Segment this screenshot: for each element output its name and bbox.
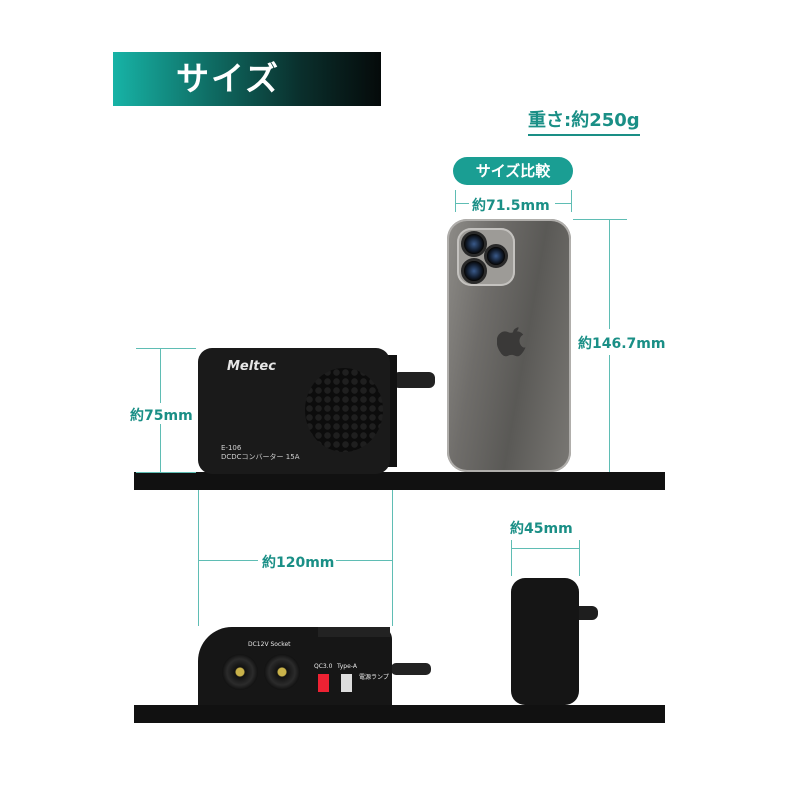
conv-height-line-bottom bbox=[160, 424, 161, 472]
camera-lens-icon bbox=[484, 244, 508, 268]
conv-width-right-tick bbox=[392, 490, 393, 626]
conv-width-line-left bbox=[198, 560, 258, 561]
conv-depth-left-tick bbox=[511, 540, 512, 576]
conv-depth-label: 約45mm bbox=[510, 521, 573, 537]
conv-depth-right-tick bbox=[579, 540, 580, 576]
phone-height-top-tick bbox=[573, 219, 627, 220]
phone-height-label: 約146.7mm bbox=[578, 336, 666, 352]
converter-side-view bbox=[511, 578, 579, 705]
conv-height-top-tick bbox=[136, 348, 196, 349]
usb-typea-port-icon bbox=[341, 674, 352, 692]
apple-logo-icon bbox=[497, 327, 526, 357]
qc-label: QC3.0 bbox=[314, 663, 333, 670]
conv-width-line-right bbox=[336, 560, 392, 561]
model-number: E-106 bbox=[221, 444, 242, 452]
cigarette-socket-icon bbox=[222, 654, 258, 690]
phone-width-line-right bbox=[555, 203, 571, 204]
conv-depth-line bbox=[511, 548, 579, 549]
typea-label: Type-A bbox=[337, 663, 357, 670]
size-comparison-badge: サイズ比較 bbox=[453, 157, 573, 185]
conv-height-line-top bbox=[160, 348, 161, 403]
top-shelf bbox=[134, 472, 665, 490]
camera-lens-icon bbox=[461, 258, 487, 284]
phone-width-label: 約71.5mm bbox=[472, 198, 550, 214]
camera-lens-icon bbox=[461, 231, 487, 257]
lamp-label: 電源ランプ bbox=[359, 674, 389, 681]
phone-width-left-tick bbox=[455, 190, 456, 212]
conv-width-left-tick bbox=[198, 490, 199, 626]
cigarette-socket-icon bbox=[264, 654, 300, 690]
phone-height-line-top bbox=[609, 219, 610, 329]
model-description: DCDCコンバーター 15A bbox=[221, 453, 300, 461]
weight-label: 重さ:約250g bbox=[528, 106, 640, 136]
page-title: サイズ bbox=[175, 59, 280, 98]
phone-width-line-left bbox=[455, 203, 469, 204]
socket-label: DC12V Socket bbox=[248, 641, 291, 648]
bottom-shelf bbox=[134, 705, 665, 723]
conv-height-label: 約75mm bbox=[130, 408, 193, 424]
phone-width-right-tick bbox=[571, 190, 572, 212]
conv-height-bottom-tick bbox=[136, 472, 196, 473]
conv-width-label: 約120mm bbox=[262, 555, 335, 571]
fan-grille bbox=[305, 368, 383, 452]
converter-top-vent bbox=[318, 627, 390, 637]
title-banner: サイズ bbox=[113, 52, 381, 106]
brand-logo: Meltec bbox=[227, 359, 276, 374]
model-label: E-106 DCDCコンバーター 15A bbox=[221, 444, 299, 462]
usb-qc-port-icon bbox=[318, 674, 329, 692]
power-cable bbox=[391, 663, 431, 675]
phone-height-line-bottom bbox=[609, 355, 610, 472]
power-cable bbox=[393, 372, 435, 388]
